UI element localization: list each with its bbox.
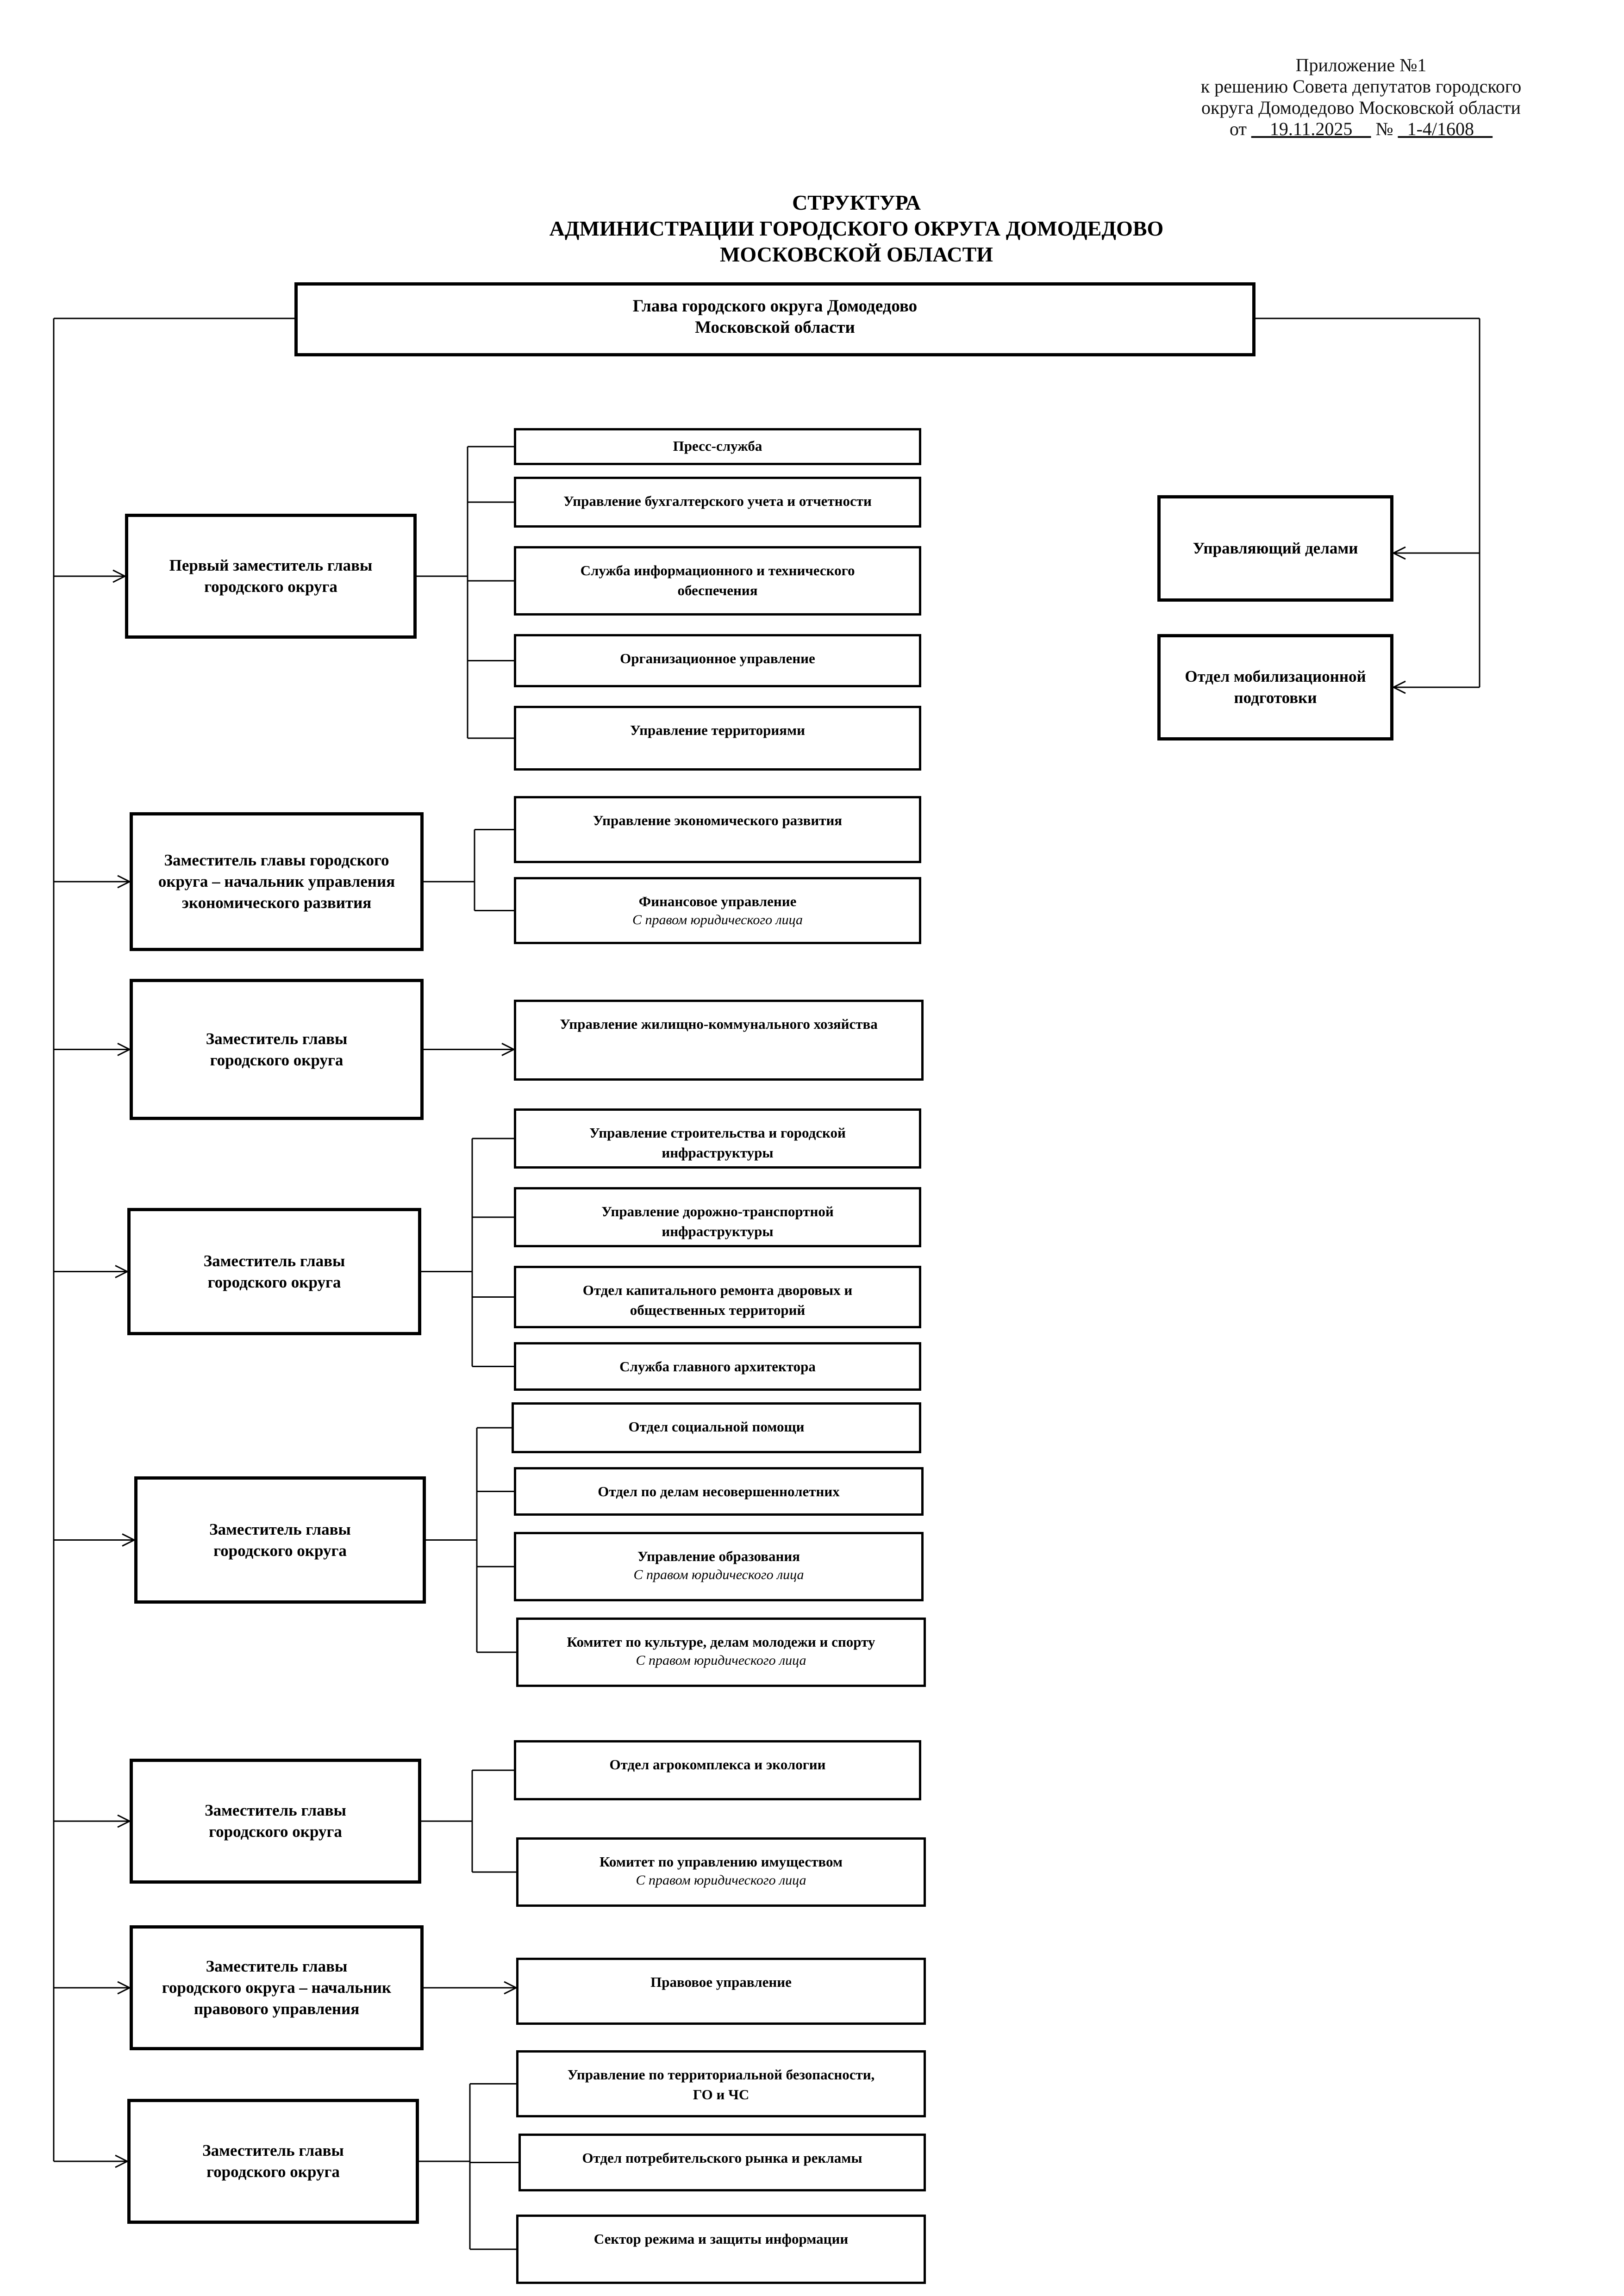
deputy-box-6-label: Заместитель главы городского округа: [205, 1801, 346, 1841]
unit-box-8-2: Отдел потребительского рынка и рекламы: [518, 2134, 926, 2191]
deputy-box-1: Первый заместитель главы городского окру…: [125, 514, 417, 639]
document-title: СТРУКТУРА АДМИНИСТРАЦИИ ГОРОДСКОГО ОКРУГ…: [417, 190, 1296, 268]
annex-line-3: округа Домодедово Московской области: [1201, 97, 1521, 118]
deputy-box-5-label: Заместитель главы городского округа: [209, 1520, 351, 1560]
arrowhead-2: [1392, 680, 1406, 694]
unit-box-2-2-legal-note: С правом юридического лица: [632, 912, 803, 927]
deputy-box-7-label: Заместитель главы городского округа – на…: [162, 1957, 392, 2018]
unit-box-1-3-label: Служба информационного и технического об…: [580, 562, 855, 598]
unit-box-6-2: Комитет по управлению имуществом С правом…: [516, 1837, 926, 1907]
unit-box-4-2-label: Управление дорожно-транспортной инфрастр…: [601, 1203, 834, 1239]
unit-box-2-1-label: Управление экономического развития: [593, 812, 843, 828]
unit-box-5-3-legal-note: С правом юридического лица: [633, 1567, 804, 1582]
deputy-box-1-label: Первый заместитель главы городского окру…: [169, 556, 373, 596]
unit-box-4-4: Служба главного архитектора: [514, 1342, 921, 1391]
head-box: Глава городского округа Домодедово Моско…: [294, 282, 1255, 356]
deputy-box-3-label: Заместитель главы городского округа: [206, 1029, 348, 1069]
unit-box-2-2: Финансовое управление С правом юридическо…: [514, 877, 921, 944]
unit-box-1-5: Управление территориями: [514, 706, 921, 771]
unit-box-1-3: Служба информационного и технического об…: [514, 546, 921, 616]
annex-date: __19.11.2025__: [1251, 118, 1371, 139]
unit-box-3-1: Управление жилищно-коммунального хозяйст…: [514, 1000, 924, 1081]
annex-line-4: от __19.11.2025__ № _1-4/1608__: [1185, 118, 1537, 140]
annex-number-label: №: [1375, 118, 1393, 139]
unit-box-6-2-label: Комитет по управлению имуществом: [600, 1854, 843, 1870]
unit-box-1-4: Организационное управление: [514, 634, 921, 687]
unit-box-1-4-label: Организационное управление: [620, 650, 815, 666]
unit-box-5-2: Отдел по делам несовершеннолетних: [514, 1467, 924, 1516]
arrowhead-1: [1392, 546, 1406, 560]
head-box-label: Глава городского округа Домодедово Моско…: [632, 297, 918, 337]
unit-box-3-1-label: Управление жилищно-коммунального хозяйст…: [560, 1016, 878, 1032]
unit-box-8-1-label: Управление по территориальной безопаснос…: [567, 2066, 875, 2103]
deputy-box-3: Заместитель главы городского округа: [130, 979, 424, 1120]
unit-box-2-2-label: Финансовое управление: [638, 893, 797, 909]
title-line-1: СТРУКТУРА: [792, 191, 921, 214]
unit-box-8-3: Сектор режима и защиты информации: [516, 2215, 926, 2284]
unit-box-1-1: Пресс-служба: [514, 428, 921, 465]
deputy-box-8: Заместитель главы городского округа: [127, 2099, 419, 2224]
deputy-box-5: Заместитель главы городского округа: [134, 1476, 426, 1604]
annex-line-1: Приложение №1: [1295, 55, 1427, 75]
unit-box-5-4-legal-note: С правом юридического лица: [636, 1653, 806, 1668]
deputy-box-8-label: Заместитель главы городского округа: [202, 2141, 344, 2181]
unit-box-6-1-label: Отдел агрокомплекса и экологии: [609, 1756, 826, 1773]
deputy-box-7: Заместитель главы городского округа – на…: [130, 1925, 424, 2050]
unit-box-8-3-label: Сектор режима и защиты информации: [593, 2231, 849, 2247]
unit-box-8-2-label: Отдел потребительского рынка и рекламы: [582, 2150, 862, 2166]
unit-box-8-1: Управление по территориальной безопаснос…: [516, 2050, 926, 2117]
unit-box-5-4: Комитет по культуре, делам молодежи и сп…: [516, 1618, 926, 1687]
right-box-2-label: Отдел мобилизационной подготовки: [1185, 667, 1366, 707]
title-line-3: МОСКОВСКОЙ ОБЛАСТИ: [719, 243, 993, 266]
unit-box-5-4-label: Комитет по культуре, делам молодежи и сп…: [567, 1634, 875, 1650]
annex-number: _1-4/1608__: [1398, 118, 1493, 139]
right-box-1-label: Управляющий делами: [1193, 539, 1358, 557]
unit-box-4-3-label: Отдел капитального ремонта дворовых и об…: [582, 1282, 853, 1318]
unit-box-4-1: Управление строительства и городской инф…: [514, 1108, 921, 1169]
unit-box-5-1-label: Отдел социальной помощи: [628, 1419, 805, 1435]
unit-box-4-3: Отдел капитального ремонта дворовых и об…: [514, 1266, 921, 1328]
unit-box-5-2-label: Отдел по делам несовершеннолетних: [598, 1483, 840, 1500]
right-box-2: Отдел мобилизационной подготовки: [1157, 634, 1393, 740]
title-line-2: АДМИНИСТРАЦИИ ГОРОДСКОГО ОКРУГА ДОМОДЕДО…: [549, 217, 1164, 240]
unit-box-5-3: Управление образования С правом юридическ…: [514, 1532, 924, 1601]
unit-box-4-1-label: Управление строительства и городской инф…: [589, 1125, 846, 1161]
unit-box-1-2: Управление бухгалтерского учета и отчетн…: [514, 477, 921, 528]
deputy-box-4-label: Заместитель главы городского округа: [203, 1251, 345, 1291]
annex-from-label: от: [1229, 118, 1247, 139]
unit-box-6-1: Отдел агрокомплекса и экологии: [514, 1740, 921, 1800]
unit-box-2-1: Управление экономического развития: [514, 796, 921, 863]
right-box-1: Управляющий делами: [1157, 495, 1393, 602]
unit-box-5-1: Отдел социальной помощи: [512, 1402, 921, 1453]
deputy-box-2: Заместитель главы городского округа – на…: [130, 812, 424, 951]
deputy-box-2-label: Заместитель главы городского округа – на…: [158, 851, 395, 912]
unit-box-1-5-label: Управление территориями: [630, 722, 806, 738]
unit-box-4-4-label: Служба главного архитектора: [619, 1358, 816, 1375]
unit-box-7-1: Правовое управление: [516, 1958, 926, 2025]
unit-box-5-3-label: Управление образования: [637, 1548, 800, 1564]
annex-line-2: к решению Совета депутатов городского: [1200, 76, 1522, 97]
annex-block: Приложение №1 к решению Совета депутатов…: [1185, 55, 1537, 140]
unit-box-4-2: Управление дорожно-транспортной инфрастр…: [514, 1187, 921, 1247]
unit-box-6-2-legal-note: С правом юридического лица: [636, 1873, 806, 1888]
deputy-box-4: Заместитель главы городского округа: [127, 1208, 421, 1335]
unit-box-1-1-label: Пресс-служба: [673, 438, 762, 454]
unit-box-7-1-label: Правовое управление: [650, 1974, 792, 1990]
unit-box-1-2-label: Управление бухгалтерского учета и отчетн…: [563, 493, 872, 509]
deputy-box-6: Заместитель главы городского округа: [130, 1759, 421, 1884]
